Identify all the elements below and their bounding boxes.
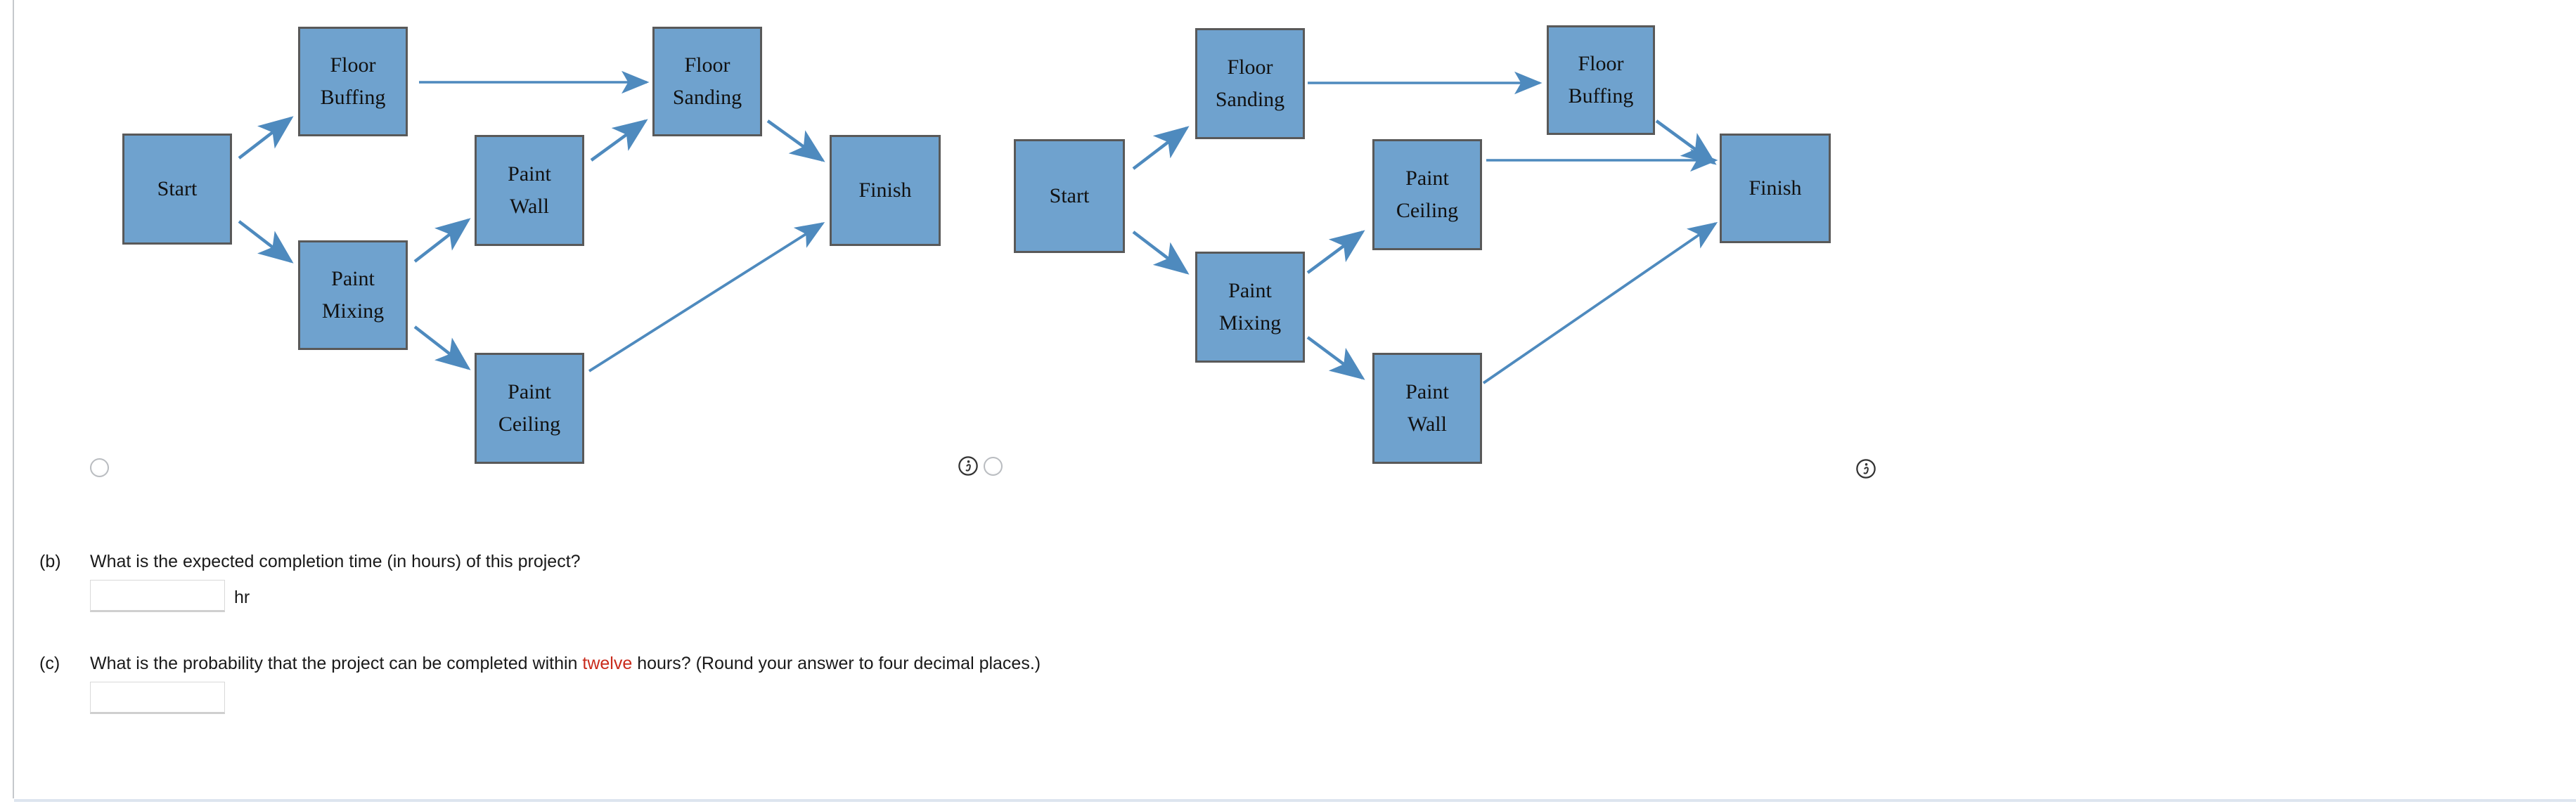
node-label-line1: Finish xyxy=(1749,176,1802,200)
node-finish[interactable]: Finish xyxy=(830,135,941,246)
node-label-line1: Paint xyxy=(1405,166,1449,190)
node-paint-ceiling[interactable]: Paint Ceiling xyxy=(475,353,584,464)
node-paint-mixing[interactable]: Paint Mixing xyxy=(1195,252,1305,363)
question-c-answer-input[interactable] xyxy=(90,682,225,714)
node-label-line1: Paint xyxy=(1405,380,1449,403)
node-label-line2: Buffing xyxy=(320,86,386,109)
diagram-2-edges xyxy=(1132,71,1718,384)
node-finish[interactable]: Finish xyxy=(1720,134,1831,243)
node-start[interactable]: Start xyxy=(1014,139,1125,253)
info-icon-option-2[interactable] xyxy=(1855,458,1876,479)
network-diagram-option-2[interactable]: Start Floor Sanding Paint Mixing Paint C… xyxy=(998,0,1912,492)
node-label-line2: Mixing xyxy=(1218,311,1282,335)
question-c-text-before: What is the probability that the project… xyxy=(90,654,583,673)
node-paint-wall[interactable]: Paint Wall xyxy=(1372,353,1482,464)
node-label-line1: Finish xyxy=(858,178,912,202)
question-c-highlight-value: twelve xyxy=(582,654,633,673)
edge-paint-mixing-to-paint-wall xyxy=(413,218,471,263)
node-label-line1: Start xyxy=(157,176,198,200)
node-label-line2: Ceiling xyxy=(1396,199,1459,222)
node-floor-buffing[interactable]: Floor Buffing xyxy=(298,27,408,136)
node-label-line2: Sanding xyxy=(672,86,742,109)
page-left-rule xyxy=(13,0,14,798)
node-label-line1: Floor xyxy=(684,53,730,77)
node-label-line2: Wall xyxy=(510,195,549,218)
edge-floor-buffing-to-finish xyxy=(1655,119,1717,165)
radio-option-1[interactable] xyxy=(90,458,109,477)
node-label-line2: Buffing xyxy=(1568,84,1634,108)
node-label-line1: Paint xyxy=(508,380,551,403)
edge-paint-wall-to-finish xyxy=(1482,221,1718,384)
edge-start-to-paint-mixing xyxy=(1132,231,1190,275)
node-label-line2: Sanding xyxy=(1215,88,1285,111)
diagram-1-edges xyxy=(238,70,825,372)
edge-paint-ceiling-to-finish xyxy=(588,221,825,372)
page-bottom-divider xyxy=(14,799,2576,802)
question-b-text: What is the expected completion time (in… xyxy=(90,552,581,571)
node-paint-ceiling[interactable]: Paint Ceiling xyxy=(1372,139,1482,250)
question-c-text-after: hours? (Round your answer to four decima… xyxy=(632,654,1041,673)
edge-paint-mixing-to-paint-ceiling xyxy=(413,325,471,370)
node-label-line2: Ceiling xyxy=(498,413,561,436)
info-icon-option-1[interactable] xyxy=(958,455,979,476)
node-label-line1: Paint xyxy=(1228,278,1272,302)
question-c-label: (c) xyxy=(39,654,60,673)
node-floor-sanding[interactable]: Floor Sanding xyxy=(652,27,762,136)
node-paint-mixing[interactable]: Paint Mixing xyxy=(298,240,408,350)
question-c-text: What is the probability that the project… xyxy=(90,654,1041,674)
node-paint-wall[interactable]: Paint Wall xyxy=(475,135,584,246)
question-b-unit: hr xyxy=(234,588,250,607)
question-b-answer-input[interactable] xyxy=(90,580,225,612)
edge-start-to-floor-buffing xyxy=(238,116,294,160)
radio-option-2[interactable] xyxy=(984,457,1003,476)
node-start[interactable]: Start xyxy=(122,134,232,245)
node-label-line1: Floor xyxy=(1578,51,1624,75)
node-label-line2: Wall xyxy=(1408,413,1447,436)
node-floor-sanding[interactable]: Floor Sanding xyxy=(1195,28,1305,139)
node-label-line1: Start xyxy=(1049,183,1090,207)
node-label-line1: Floor xyxy=(330,53,376,77)
network-diagram-option-1[interactable]: Start Floor Buffing Paint Mixing Paint W… xyxy=(0,0,998,492)
node-label-line2: Mixing xyxy=(321,299,385,323)
edge-paint-mixing-to-paint-wall xyxy=(1306,336,1365,380)
edge-start-to-paint-mixing xyxy=(238,220,294,264)
edge-start-to-floor-sanding xyxy=(1132,126,1190,170)
node-label-line1: Paint xyxy=(508,162,551,186)
node-label-line1: Floor xyxy=(1227,55,1273,79)
node-floor-buffing[interactable]: Floor Buffing xyxy=(1547,25,1655,135)
edge-paint-wall-to-floor-sanding xyxy=(590,119,648,162)
edge-floor-sanding-to-finish xyxy=(766,119,825,162)
edge-paint-mixing-to-paint-ceiling xyxy=(1306,230,1365,274)
node-label-line1: Paint xyxy=(331,266,375,290)
question-b-label: (b) xyxy=(39,552,61,571)
